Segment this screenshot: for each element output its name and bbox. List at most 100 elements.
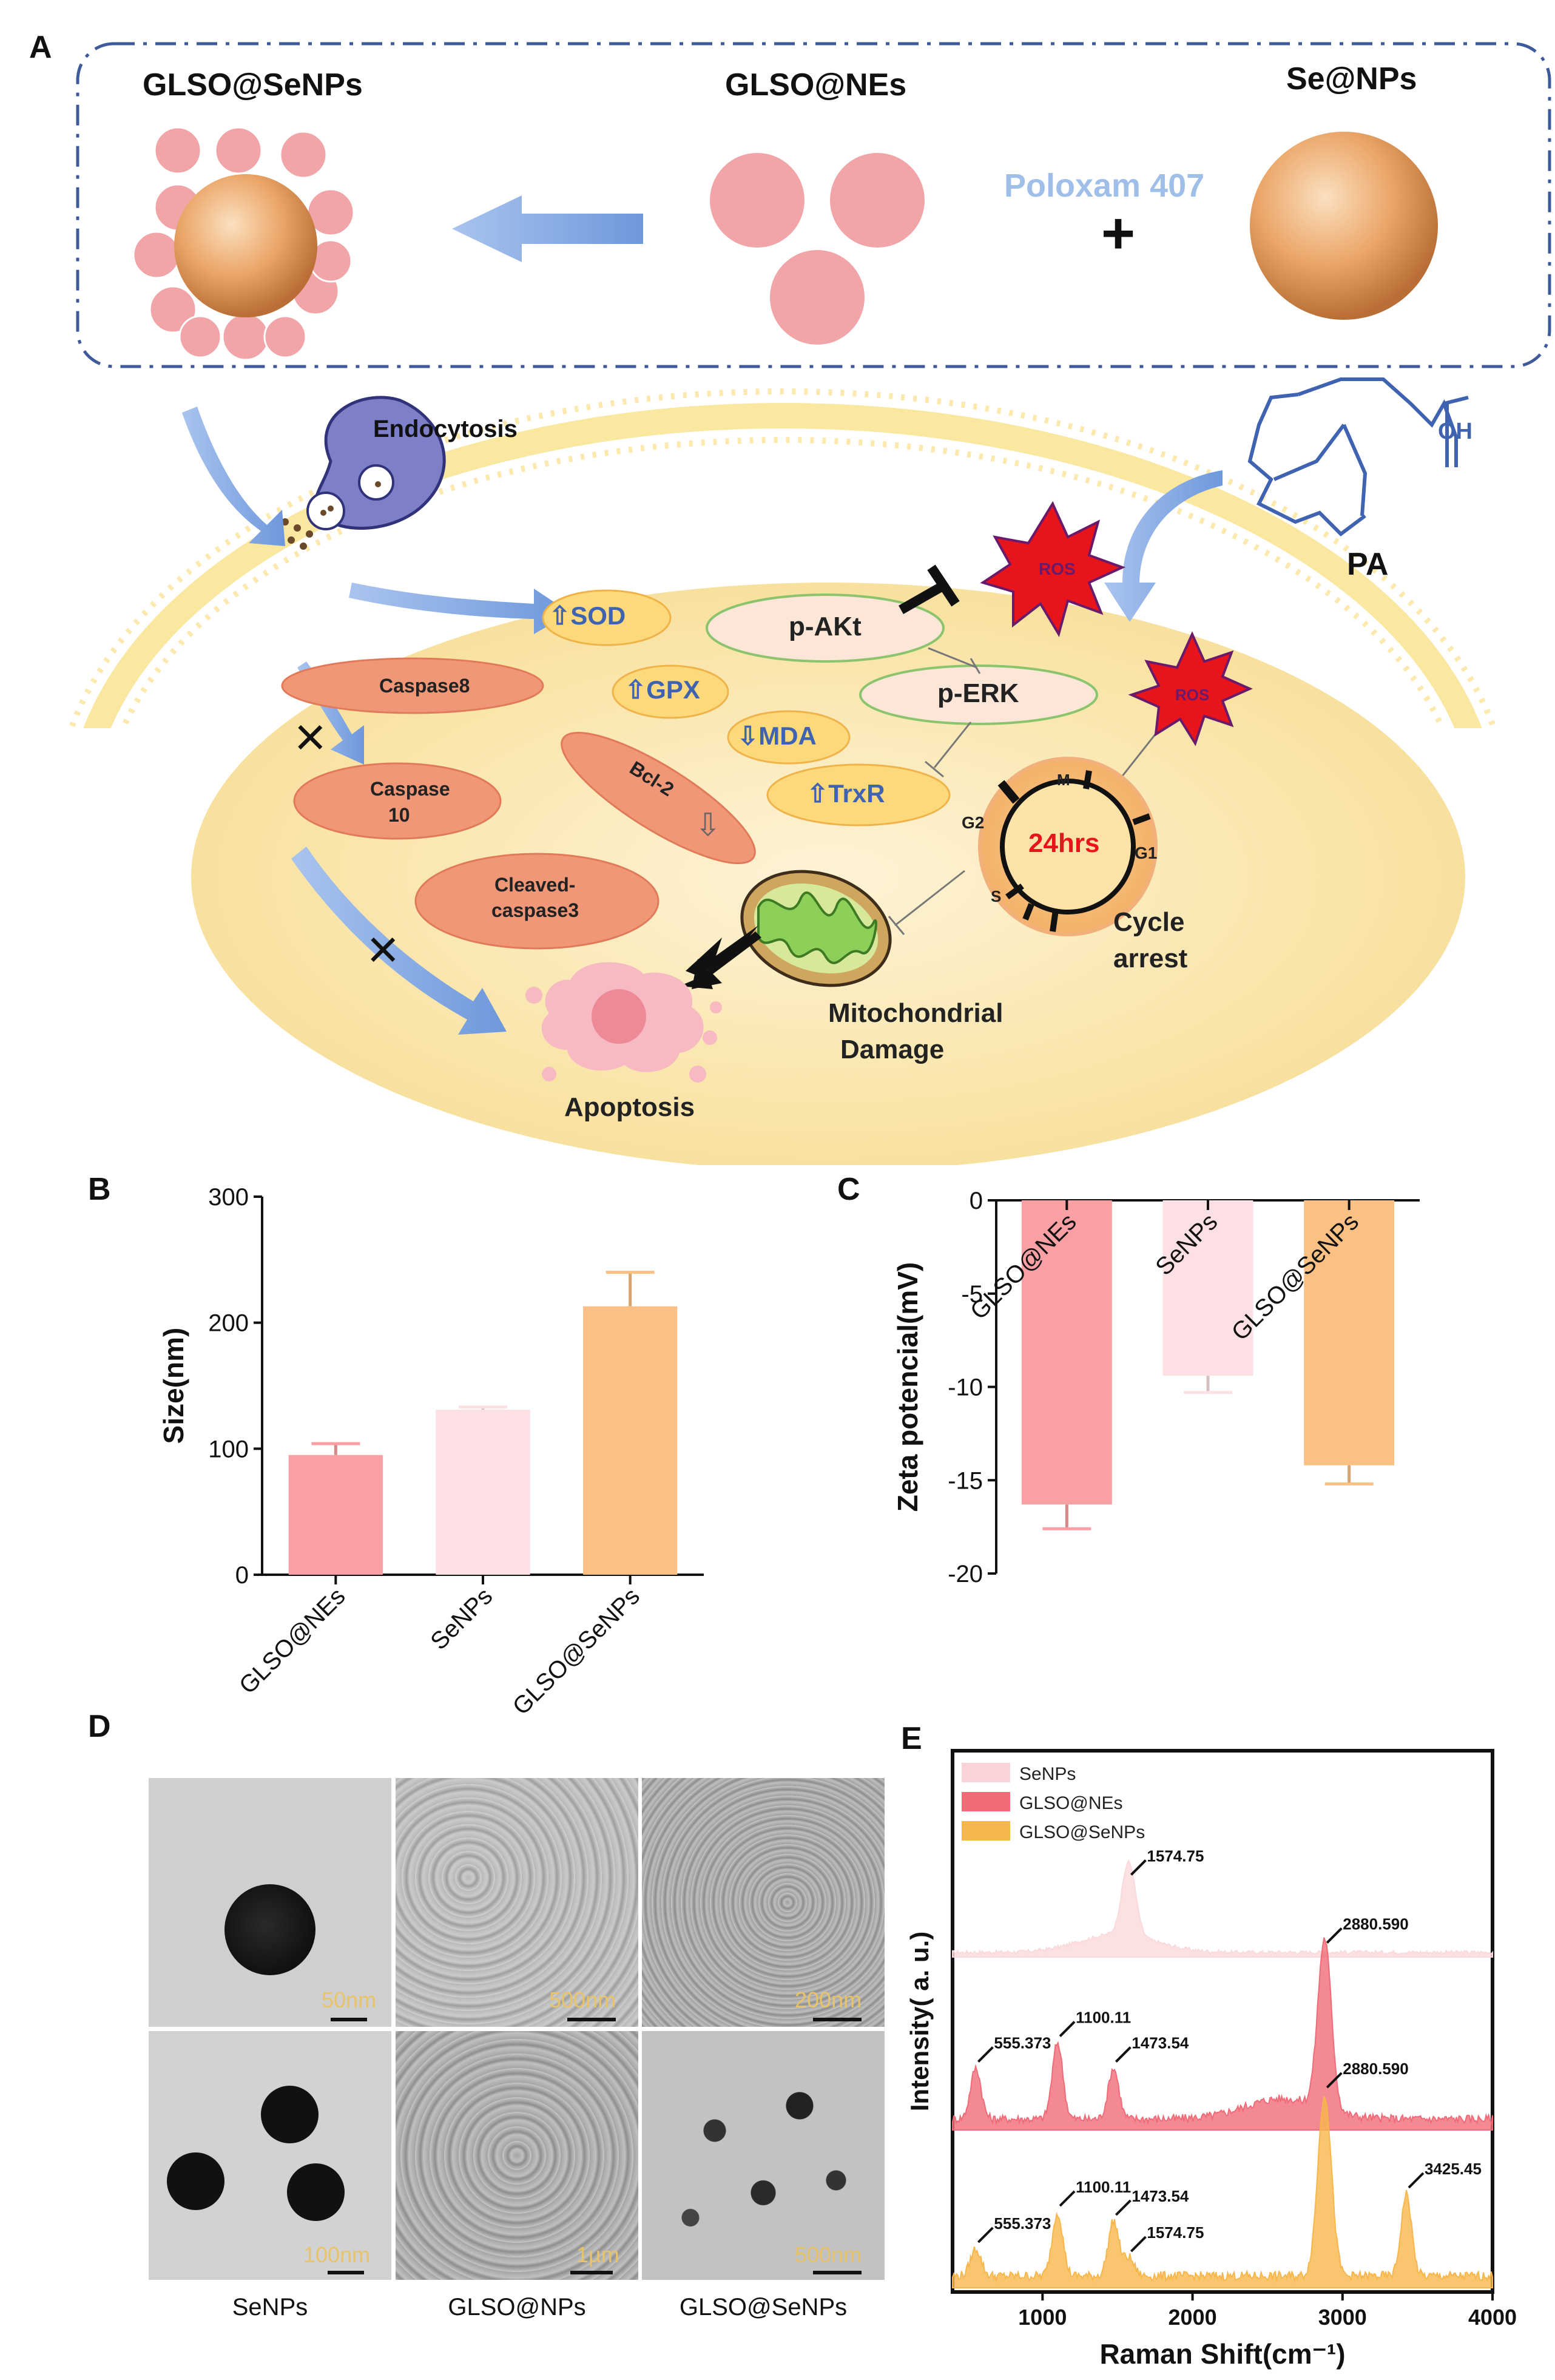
label-pa: PA (1347, 547, 1389, 582)
schematic-diagram (0, 42, 1555, 1165)
panel-label-a: A (29, 30, 52, 65)
raman-y-axis-label: Intensity( a. u.) (905, 1932, 934, 2111)
up-arrow-icon: ⇧ (549, 601, 571, 630)
up-arrow-icon: ⇧ (807, 779, 829, 808)
ros-star-2 (1128, 631, 1253, 746)
size-y-tick-label: 100 (208, 1436, 249, 1462)
scale-bar-1 (331, 2018, 367, 2021)
raman-peak-arrow (1130, 1859, 1147, 1876)
zeta-y-tick-label: -20 (948, 1561, 983, 1587)
zeta-bar (1021, 1200, 1112, 1505)
caption-glso-senps: GLSO@SeNPs (679, 2294, 848, 2321)
zeta-y-tick-label: -5 (961, 1281, 983, 1308)
zeta-bar (1304, 1200, 1395, 1466)
ros-star-1 (980, 501, 1126, 638)
perk-pill (859, 664, 1098, 725)
label-plus: + (1101, 201, 1136, 266)
raman-peak-label: 2880.590 (1343, 2060, 1408, 2078)
raman-peak-label: 555.373 (994, 2034, 1051, 2052)
raman-peak-label: 2880.590 (1343, 1915, 1408, 1933)
zeta-y-axis-label: Zeta potencial(mV) (892, 1262, 923, 1512)
raman-legend-label: GLSO@SeNPs (1019, 1822, 1145, 1842)
pakt-pill (706, 593, 945, 663)
apoptotic-cell (525, 962, 722, 1083)
caspase10-pill (293, 762, 502, 840)
label-cleaved-b: caspase3 (491, 899, 579, 921)
trxr-pill (766, 763, 951, 827)
scale-label-4: 100nm (303, 2242, 371, 2267)
tem-image-glso-nps-1 (396, 1778, 638, 2027)
raman-legend-label: GLSO@NEs (1019, 1793, 1123, 1813)
label-ros-1: ROS (1039, 560, 1076, 578)
raman-plot-frame (951, 1749, 1494, 2294)
mda-text: MDA (758, 722, 817, 750)
mda-pill (727, 710, 851, 765)
raman-series-2 (952, 2095, 1493, 2288)
scale-bar-6 (813, 2271, 862, 2274)
raman-x-tick-label: 1000 (1018, 2305, 1067, 2330)
formulation-frame (76, 42, 1551, 368)
size-bar (436, 1409, 530, 1575)
raman-legend-swatch (962, 1763, 1010, 1782)
label-cleaved-a: Cleaved- (494, 874, 576, 896)
size-y-tick-label: 0 (235, 1562, 249, 1589)
label-sod: ⇧SOD (549, 601, 626, 630)
raman-peak-arrow (1326, 2072, 1343, 2089)
raman-x-tick-label: 3000 (1318, 2305, 1367, 2330)
sod-pill (542, 589, 672, 646)
cross-icon-1: × (294, 707, 326, 768)
tem-image-glso-senps-1 (642, 1778, 885, 2027)
size-x-tick-label: GLSO@NEs (234, 1583, 351, 1699)
scale-label-3: 200nm (795, 1987, 862, 2012)
label-cycle: Cycle (1113, 907, 1185, 937)
label-arrest: arrest (1113, 944, 1188, 973)
raman-peak-label: 1100.11 (1076, 2178, 1131, 2196)
label-caspase10-a: Caspase (370, 778, 450, 800)
caption-senps: SeNPs (232, 2294, 308, 2321)
scale-bar-5 (570, 2271, 613, 2274)
raman-x-tick-label: 2000 (1169, 2305, 1217, 2330)
glso-nes-droplets (710, 153, 925, 345)
scale-bar-3 (813, 2018, 862, 2021)
label-24hrs: 24hrs (1028, 828, 1100, 858)
panel-label-e: E (901, 1721, 922, 1756)
label-pakt: p-AKt (789, 612, 862, 641)
label-mda: ⇩MDA (737, 721, 817, 751)
size-y-tick-label: 200 (208, 1310, 249, 1337)
raman-series-1 (952, 1937, 1493, 2131)
zeta-bar (1162, 1200, 1253, 1376)
size-x-tick-label: GLSO@SeNPs (508, 1583, 645, 1720)
mitochondrion (740, 870, 892, 987)
label-caspase10-b: 10 (388, 804, 410, 826)
cross-icon-2: × (367, 919, 399, 980)
scale-bar-4 (328, 2271, 364, 2274)
sod-text: SOD (570, 601, 626, 630)
up-arrow-icon: ⇧ (625, 675, 647, 704)
size-y-axis-label: Size(nm) (158, 1328, 189, 1444)
label-ros-2: ROS (1175, 686, 1210, 704)
raman-x-axis-label: Raman Shift(cm⁻¹) (1099, 2338, 1345, 2370)
label-mito-a: Mitochondrial (828, 998, 1003, 1028)
cleaved-caspase3-pill (414, 853, 659, 950)
zeta-y-tick-label: -10 (948, 1374, 983, 1401)
raman-peak-label: 1574.75 (1147, 2223, 1204, 2242)
tem-image-senps-2 (149, 2031, 391, 2280)
raman-peak-arrow (1115, 2046, 1132, 2063)
raman-legend-swatch (962, 1792, 1010, 1811)
raman-peak-label: 3425.45 (1425, 2160, 1482, 2178)
scale-label-1: 50nm (322, 1987, 377, 2012)
size-bar (583, 1306, 678, 1575)
scale-label-5: 1µm (576, 2242, 619, 2267)
raman-peak-arrow (977, 2046, 994, 2063)
label-poloxam: Poloxam 407 (1004, 167, 1205, 204)
panel-label-d: D (88, 1709, 111, 1744)
label-s: S (991, 887, 1002, 905)
raman-peak-arrow (1326, 1927, 1343, 1944)
zeta-y-tick-label: -15 (948, 1467, 983, 1494)
raman-peak-arrow (977, 2226, 994, 2243)
bcl2-pill (561, 732, 756, 864)
raman-peak-arrow (1115, 2199, 1132, 2216)
label-glso-nes: GLSO@NEs (725, 67, 907, 103)
raman-x-tick-label: 4000 (1468, 2305, 1517, 2330)
